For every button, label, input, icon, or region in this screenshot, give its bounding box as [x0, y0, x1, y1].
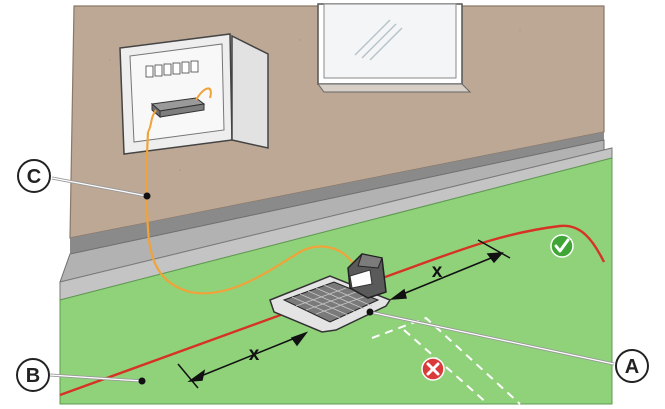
check-circle-icon: [550, 234, 574, 258]
callout-b-label: B: [26, 365, 40, 387]
callout-a: A: [615, 349, 649, 383]
dimension-left: [177, 331, 309, 389]
callout-a-label: A: [625, 356, 639, 378]
callout-b: B: [16, 358, 50, 392]
leader-dots: [138, 192, 374, 385]
boundary-wire: [59, 224, 606, 397]
electrical-cabinet: [119, 33, 269, 155]
x-circle-icon: [421, 357, 445, 381]
pavement: [59, 132, 613, 301]
dimension-right-label: x: [432, 261, 443, 282]
power-cable: [145, 131, 359, 295]
power-supply: [150, 97, 206, 119]
dimension-left-label: x: [249, 344, 260, 365]
callout-c-label: C: [27, 166, 41, 188]
breaker-row: [145, 60, 199, 78]
wrong-position-guide: [371, 316, 521, 405]
window: [317, 3, 472, 93]
dimension-right: [389, 239, 511, 300]
callout-c: C: [17, 159, 51, 193]
leader-lines: [49, 176, 615, 383]
charging-station: [269, 253, 392, 333]
